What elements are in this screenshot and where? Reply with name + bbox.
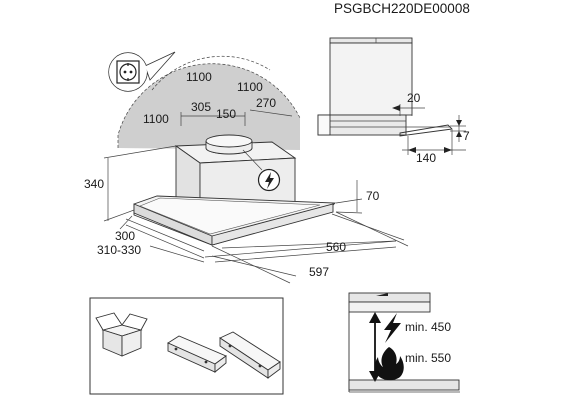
min-550-label: min. 550 [405, 351, 451, 365]
main-isometric-view: 1100 1100 1100 305 150 270 [84, 51, 409, 284]
side-view: 20 7 140 [317, 37, 470, 165]
clearance-zone [118, 63, 300, 150]
hood-canopy [133, 195, 337, 246]
min-450-label: min. 450 [405, 320, 451, 334]
lightning-icon [384, 313, 401, 343]
document-code: PSGBCH220DE00008 [334, 1, 470, 16]
bracket-short [167, 335, 227, 373]
flame-icon [374, 347, 404, 381]
dim-560: 560 [326, 240, 346, 254]
electric-hazard-icon [242, 149, 281, 192]
dim-1100-top: 1100 [186, 70, 212, 84]
dim-340: 340 [84, 177, 104, 191]
accessories-panel [89, 297, 284, 395]
dim-300: 300 [115, 229, 135, 243]
dim-270: 270 [256, 96, 276, 110]
dim-150: 150 [216, 107, 236, 121]
dim-20: 20 [407, 91, 421, 105]
dim-7: 7 [463, 129, 470, 143]
dim-597: 597 [309, 265, 329, 279]
dim-1100-left: 1100 [143, 112, 169, 126]
socket-icon [108, 51, 176, 92]
dim-310-330: 310-330 [97, 243, 141, 257]
dim-1100-right: 1100 [237, 80, 263, 94]
bracket-long [219, 331, 281, 379]
dim-70: 70 [366, 189, 380, 203]
clearance-panel: min. 450 min. 550 [348, 292, 460, 393]
dim-140: 140 [416, 151, 436, 165]
package-box-icon [95, 312, 148, 357]
dim-305: 305 [191, 100, 211, 114]
